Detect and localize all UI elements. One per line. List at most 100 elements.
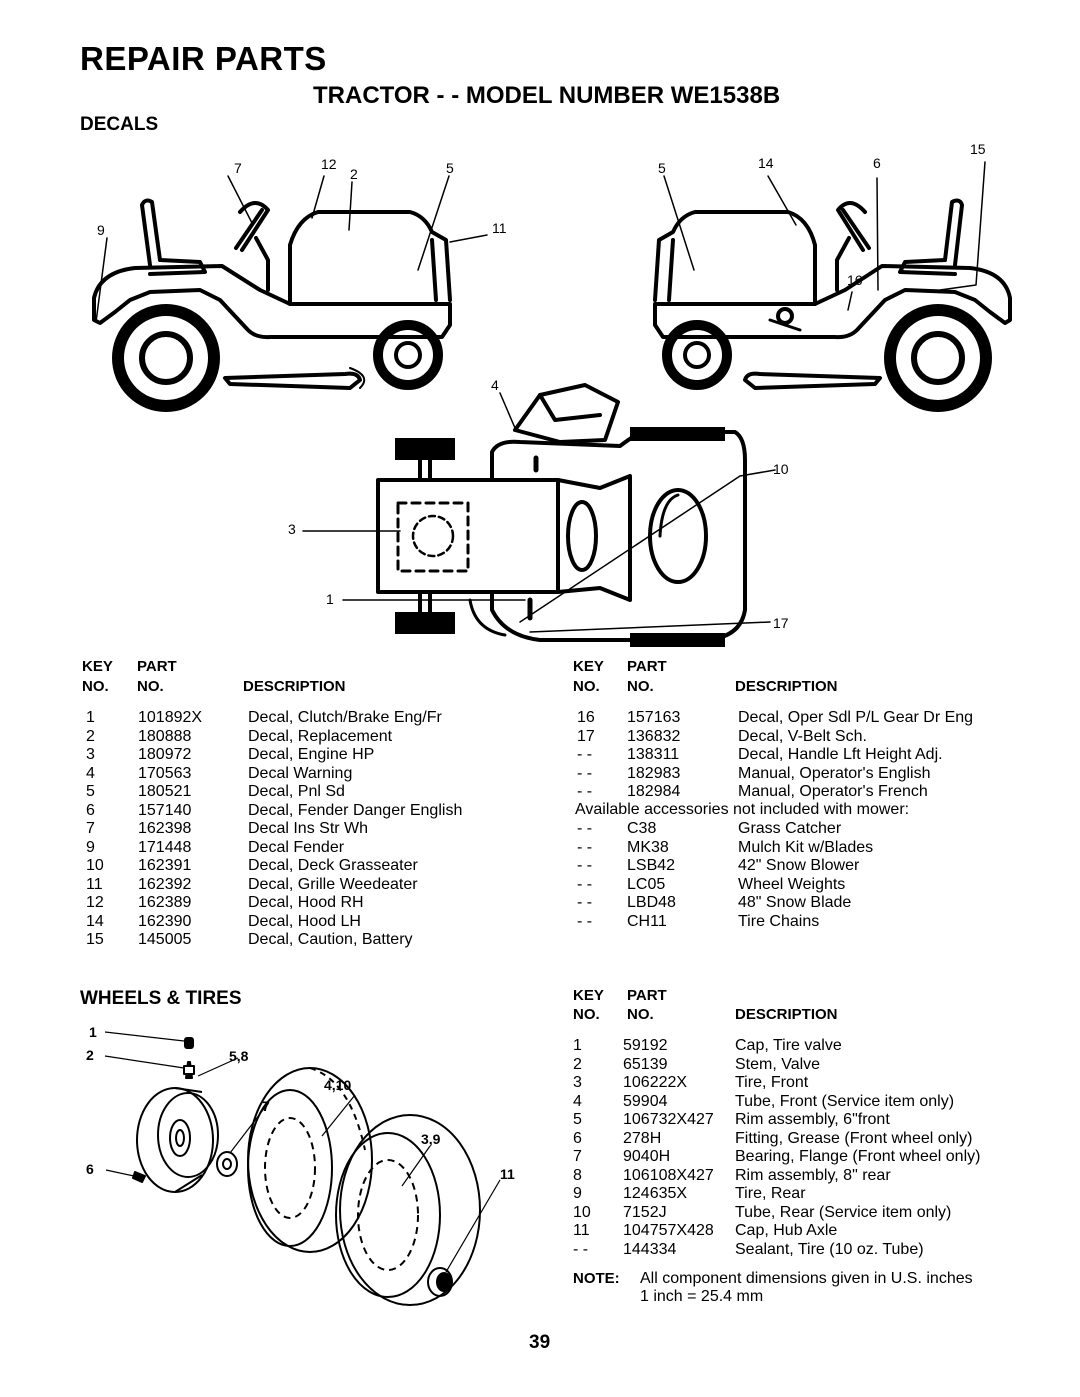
callout-4: 4 <box>491 377 499 393</box>
wheels-key-no-header: NO. <box>573 1006 600 1023</box>
callout-11: 11 <box>492 220 507 236</box>
wheel-callout-4-10: 4,10 <box>324 1077 352 1093</box>
description: Tire, Rear <box>735 1185 806 1202</box>
callout-9: 9 <box>97 222 105 238</box>
key-no: 12 <box>86 894 104 911</box>
key-no: - - <box>573 1240 589 1258</box>
description: Grass Catcher <box>738 820 842 837</box>
description: Wheel Weights <box>738 875 846 893</box>
part-no: 162390 <box>138 912 192 930</box>
part-no: 106222X <box>623 1074 688 1091</box>
note-label: NOTE: <box>573 1270 620 1287</box>
description: Mulch Kit w/Blades <box>738 838 874 856</box>
key-no: 2 <box>573 1055 582 1073</box>
key-no: 7 <box>573 1148 582 1165</box>
key-no: 14 <box>86 912 104 930</box>
key-no: 4 <box>86 764 95 782</box>
page-title: REPAIR PARTS <box>80 40 327 77</box>
key-no: 5 <box>573 1111 582 1128</box>
key-no-header-right: NO. <box>573 678 600 695</box>
callout-12: 12 <box>321 156 337 172</box>
part-no-header: NO. <box>137 678 164 695</box>
description: Decal, Fender Danger English <box>248 801 463 819</box>
key-no: 1 <box>573 1037 582 1054</box>
callout-6: 6 <box>873 155 881 171</box>
key-header-right: KEY <box>573 658 604 675</box>
description: Decal, V-Belt Sch. <box>738 727 867 745</box>
part-no: 124635X <box>623 1185 688 1202</box>
part-no: 9040H <box>623 1148 671 1165</box>
wheels-section-title: WHEELS & TIRES <box>80 988 242 1009</box>
wheels-description-header: DESCRIPTION <box>735 1006 838 1023</box>
part-no: 106732X427 <box>623 1111 714 1128</box>
wheel-callout-11: 11 <box>500 1166 515 1182</box>
part-no: 162389 <box>138 894 192 911</box>
callout-5-left: 5 <box>446 160 454 176</box>
tractor-left-side-illustration <box>92 198 452 412</box>
key-no: - - <box>577 875 593 893</box>
callout-17: 17 <box>773 615 789 631</box>
key-no: 9 <box>86 838 95 856</box>
decals-diagram <box>92 161 1012 647</box>
tractor-top-view-illustration <box>376 383 747 647</box>
part-no: 136832 <box>627 727 681 745</box>
description: Decal, Hood RH <box>248 894 364 911</box>
description: Tube, Rear (Service item only) <box>735 1203 952 1221</box>
description: Cap, Tire valve <box>735 1037 842 1054</box>
part-no: 162398 <box>138 820 192 837</box>
part-no: 138311 <box>627 746 680 763</box>
wheels-diagram <box>104 1031 501 1306</box>
part-no: 170563 <box>138 764 192 782</box>
accessories-note: Available accessories not included with … <box>575 801 910 818</box>
key-no: - - <box>577 894 593 911</box>
key-no: 11 <box>86 875 103 893</box>
key-no: 15 <box>86 931 104 948</box>
description: Decal, Clutch/Brake Eng/Fr <box>248 709 442 726</box>
description: Fitting, Grease (Front wheel only) <box>735 1129 973 1147</box>
part-no: CH11 <box>627 912 667 930</box>
key-no: 1 <box>86 709 95 726</box>
key-no: 10 <box>573 1203 591 1221</box>
key-no: - - <box>577 820 593 837</box>
key-no: 11 <box>573 1222 590 1239</box>
part-no: 59192 <box>623 1037 668 1054</box>
callout-7: 7 <box>234 160 242 176</box>
description: Decal Fender <box>248 838 345 856</box>
part-no: 180972 <box>138 746 192 763</box>
part-no: 106108X427 <box>623 1166 714 1184</box>
description: Rim assembly, 8" rear <box>735 1166 891 1184</box>
key-no: - - <box>577 764 593 782</box>
part-no: LC05 <box>627 875 666 893</box>
part-no: MK38 <box>627 838 669 856</box>
description: Decal, Handle Lft Height Adj. <box>738 746 943 763</box>
part-no: 180521 <box>138 783 192 800</box>
key-no: 10 <box>86 857 104 874</box>
part-no: 104757X428 <box>623 1222 714 1239</box>
description: Decal, Engine HP <box>248 746 375 763</box>
part-no: 182984 <box>627 783 681 800</box>
part-header: PART <box>137 658 177 675</box>
part-header-right: PART <box>627 658 667 675</box>
key-no-header: NO. <box>82 678 109 695</box>
